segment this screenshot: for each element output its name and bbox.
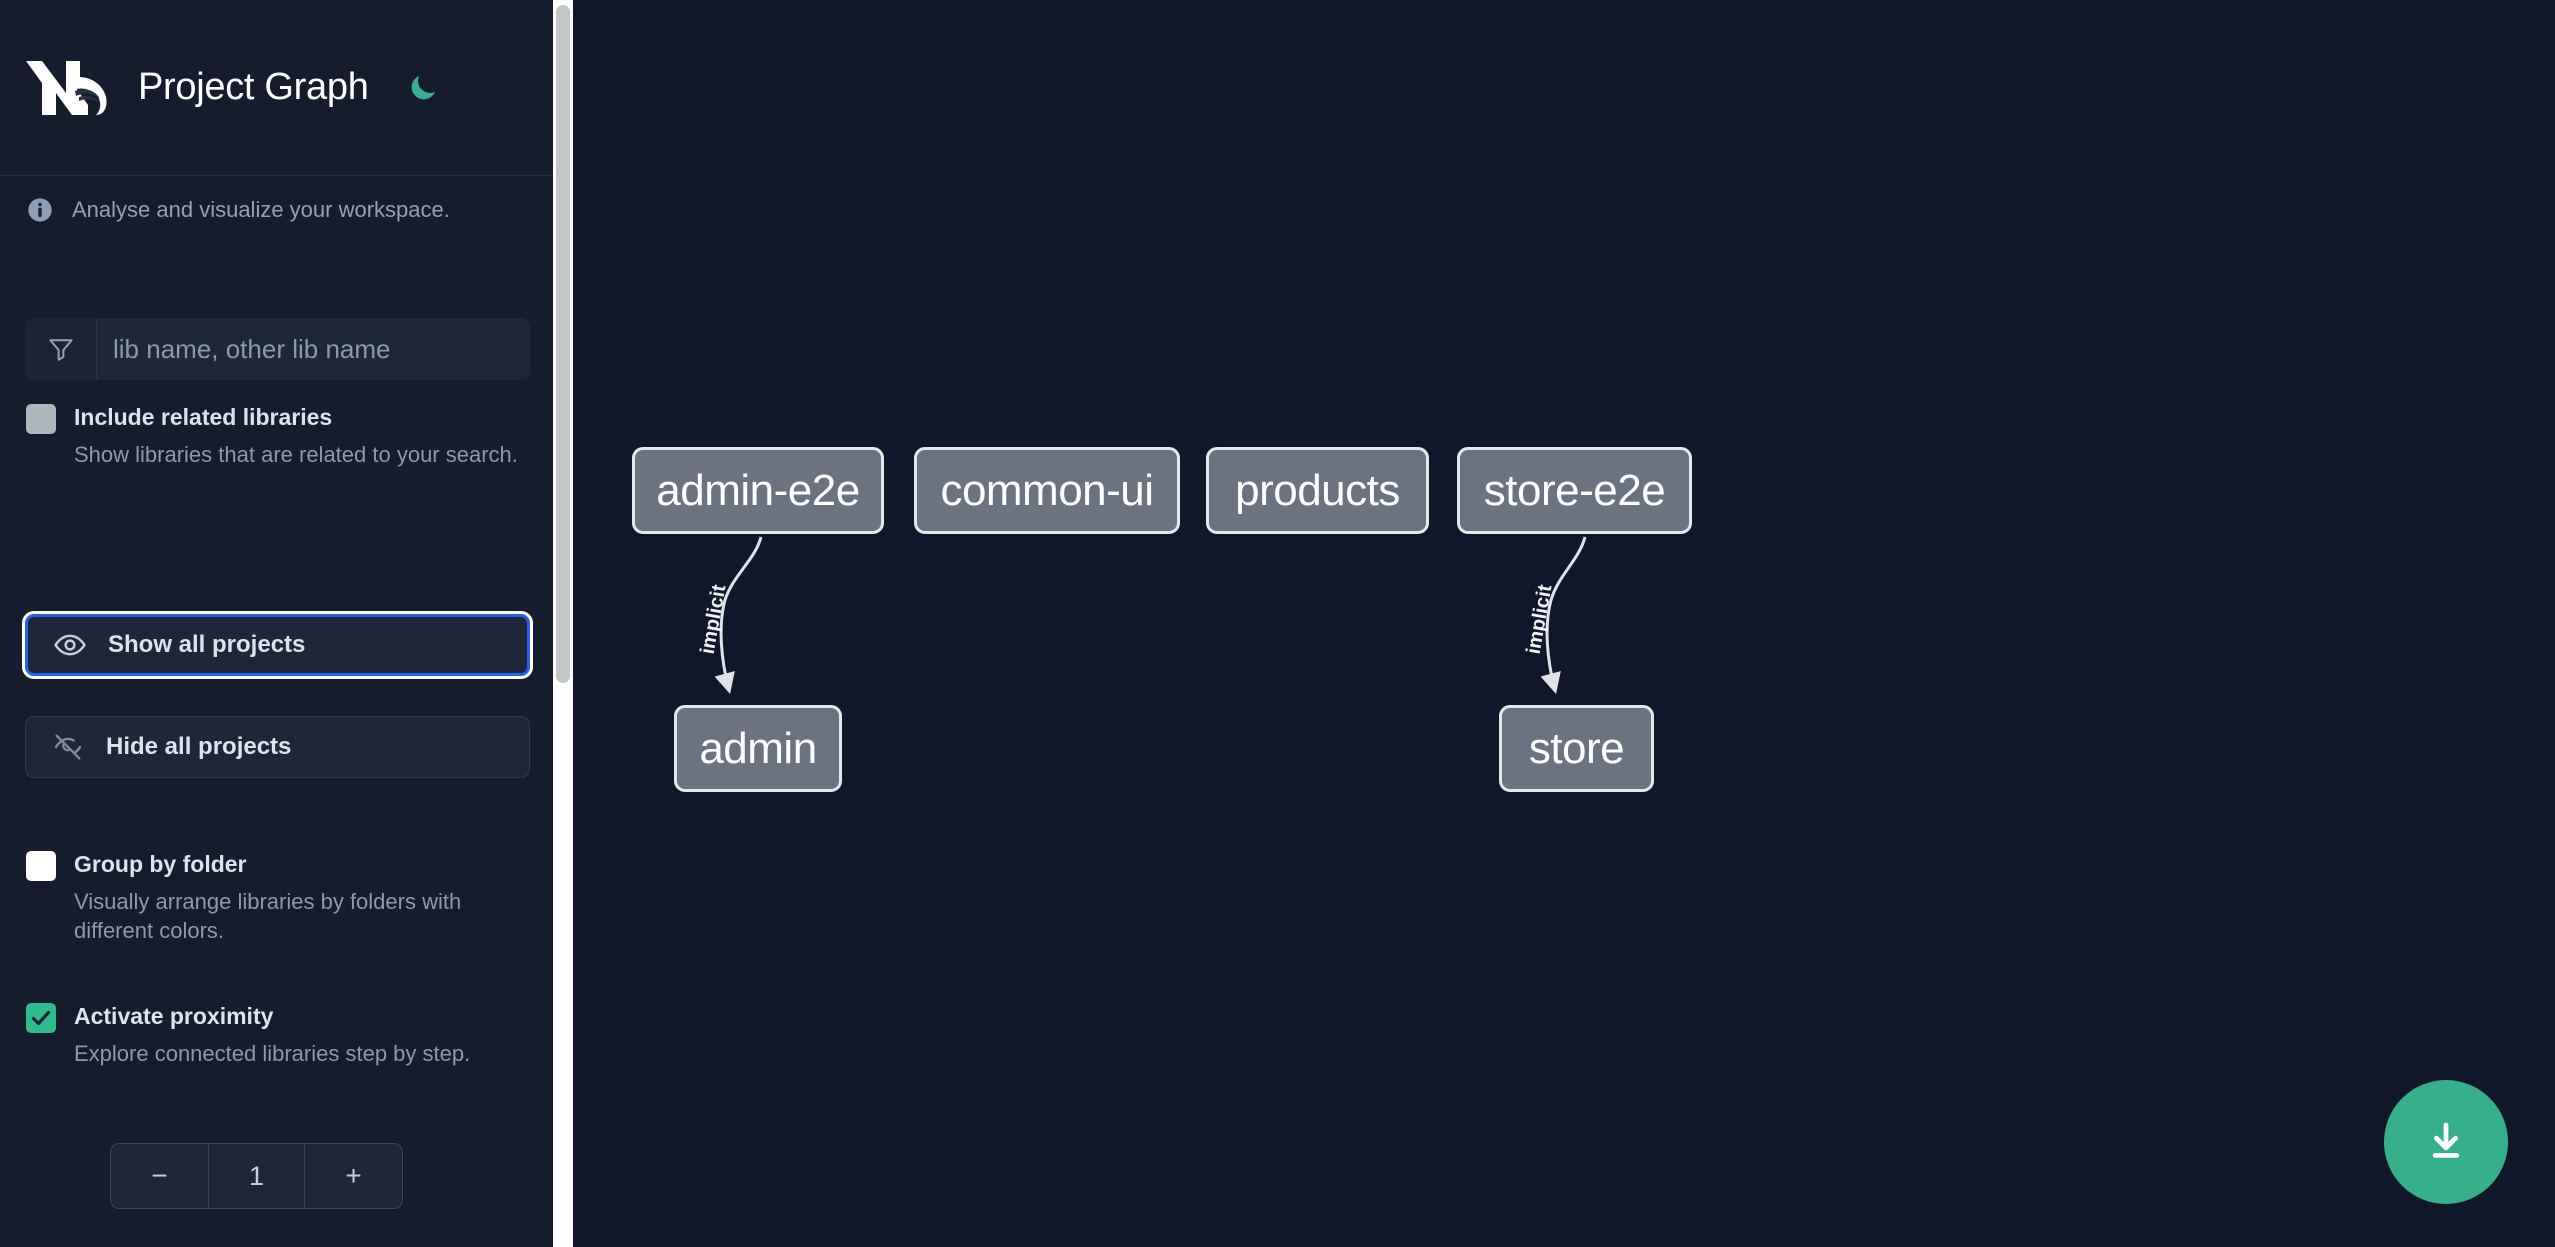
proximity-value: 1 [208,1144,305,1208]
graph-node-store[interactable]: store [1499,705,1654,792]
activate-proximity-checkbox[interactable] [26,1003,56,1033]
graph-node-label: products [1235,465,1400,515]
graph-node-admin-e2e[interactable]: admin-e2e [632,447,884,534]
search-box[interactable] [25,318,530,380]
graph-node-products[interactable]: products [1206,447,1429,534]
group-by-folder-description: Visually arrange libraries by folders wi… [74,889,462,943]
workspace-info: Analyse and visualize your workspace. [26,196,526,224]
check-icon [31,1010,51,1026]
sidebar-scrollbar-thumb[interactable] [556,5,570,683]
option-activate-proximity: Activate proximity Explore connected lib… [26,1001,536,1068]
info-icon [26,196,54,224]
proximity-decrement-button[interactable]: − [151,1160,168,1191]
hide-all-projects-label: Hide all projects [106,733,292,760]
graph-node-label: admin-e2e [656,465,860,515]
option-group-by-folder: Group by folder Visually arrange librari… [26,849,536,945]
moon-icon[interactable] [401,66,445,110]
graph-node-common-ui[interactable]: common-ui [914,447,1180,534]
include-related-checkbox[interactable] [26,404,56,434]
group-by-folder-checkbox[interactable] [26,851,56,881]
graph-node-store-e2e[interactable]: store-e2e [1457,447,1692,534]
show-all-projects-button[interactable]: Show all projects [25,614,530,676]
graph-node-label: store [1528,723,1625,773]
edge-store-e2e-to-store [1540,536,1587,695]
page-title: Project Graph [138,66,369,108]
edge-admin-e2e-to-admin [714,536,763,695]
activate-proximity-label: Activate proximity [74,1003,274,1029]
graph-node-label: store-e2e [1483,465,1666,515]
graph-node-label: admin [699,723,817,773]
sidebar: Project Graph Analyse and visualize your… [0,0,553,1247]
proximity-stepper[interactable]: − 1 + [110,1143,403,1209]
eye-off-icon [48,727,88,767]
proximity-increment-button[interactable]: + [345,1160,362,1191]
graph-edges [714,536,1587,695]
sidebar-header: Project Graph [0,0,553,176]
nx-logo-icon [0,57,110,119]
include-related-description: Show libraries that are related to your … [74,442,518,467]
option-include-related: Include related libraries Show libraries… [26,402,536,469]
graph-canvas[interactable]: admin-e2e common-ui products store-e2e a… [573,0,2555,1247]
download-icon [2422,1117,2470,1168]
show-all-projects-label: Show all projects [108,631,306,658]
hide-all-projects-button[interactable]: Hide all projects [25,716,530,778]
group-by-folder-label: Group by folder [74,851,247,877]
graph-node-label: common-ui [940,465,1154,515]
info-text: Analyse and visualize your workspace. [72,197,450,222]
eye-icon [50,625,90,665]
download-button[interactable] [2384,1080,2508,1204]
activate-proximity-description: Explore connected libraries step by step… [74,1041,471,1066]
graph-node-admin[interactable]: admin [674,705,842,792]
filter-funnel-icon [25,318,97,380]
include-related-label: Include related libraries [74,404,333,430]
search-input[interactable] [97,318,530,380]
